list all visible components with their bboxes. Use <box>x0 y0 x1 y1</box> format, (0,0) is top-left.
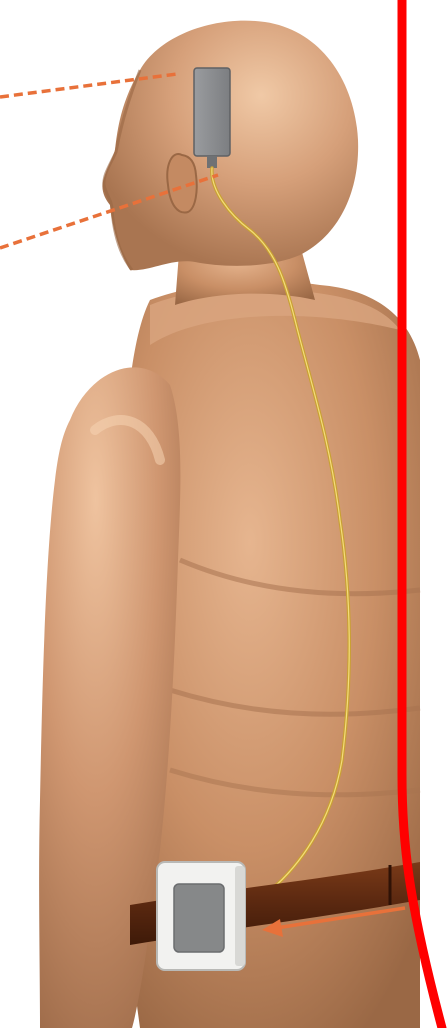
head-mounted-device <box>194 68 230 156</box>
belt-pack-screen <box>174 884 224 952</box>
device-connector <box>207 156 217 168</box>
belt-pack-side <box>235 866 245 966</box>
